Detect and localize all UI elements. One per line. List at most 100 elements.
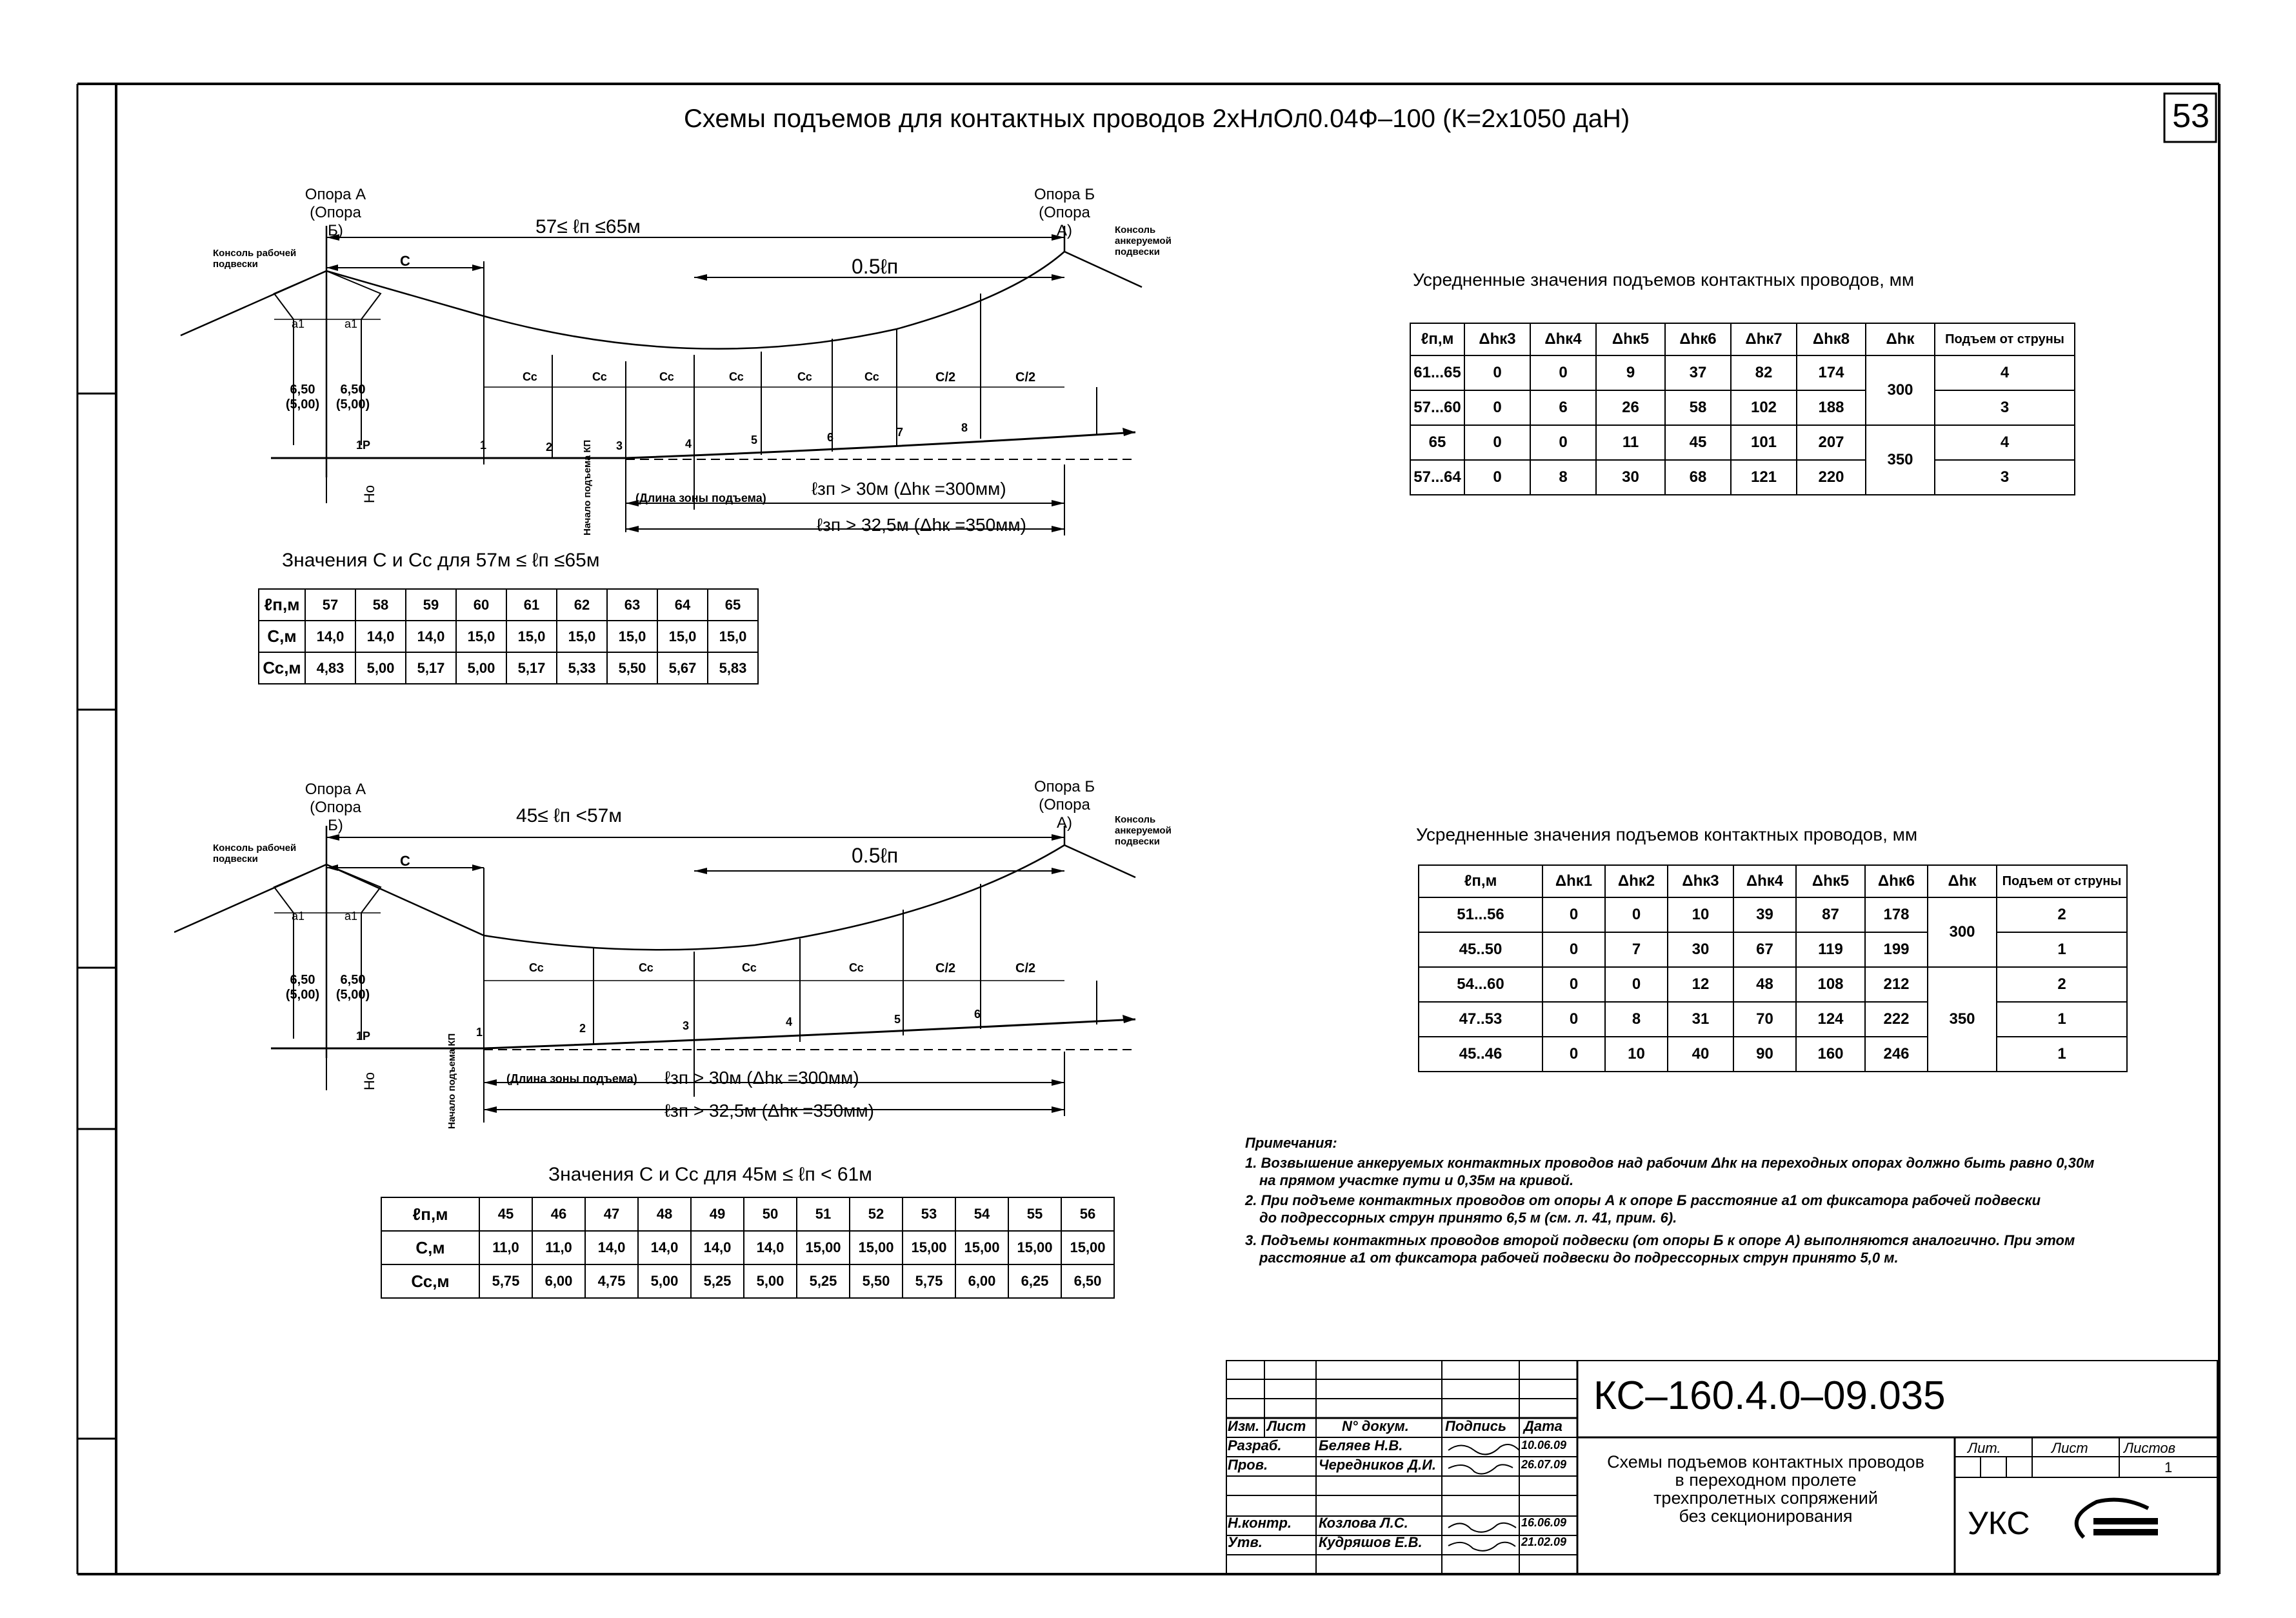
table-cell: 5,50 — [849, 1264, 903, 1299]
table-cell: 5,50 — [606, 652, 658, 684]
h1-head-3: Δhк5 — [1595, 323, 1666, 356]
notes-title: Примечания: — [1245, 1135, 1337, 1151]
d2-span-label: 45≤ ℓп <57м — [516, 805, 622, 826]
table-cell: 65 — [707, 588, 759, 621]
d1-lzp-300: ℓзп > 30м (Δhк =300мм) — [812, 479, 1006, 499]
table-cell: 5,83 — [707, 652, 759, 684]
d1-cc-3: Сс — [659, 370, 674, 383]
table-cell: 4,75 — [584, 1264, 639, 1299]
table-cell: 58 — [355, 588, 406, 621]
table-cell: 15,0 — [556, 620, 608, 653]
d2-support-b: Опора Б(Опора А) — [1033, 778, 1095, 832]
d2-dim-right: 6,50(5,00) — [335, 973, 370, 1002]
lift-diagram-2 — [174, 826, 1136, 1123]
d2-point-5: 5 — [894, 1013, 901, 1026]
notes: Примечания: 1. Возвышение анкеруемых кон… — [1245, 1134, 2094, 1266]
d1-a1-right: а1 — [344, 317, 358, 330]
table-cell: 15,00 — [796, 1230, 850, 1265]
table-cell: 60 — [455, 588, 507, 621]
d1-span-label: 57≤ ℓп ≤65м — [535, 216, 641, 237]
d1-point-1: 1 — [480, 439, 487, 452]
d1-zone-length: (Длина зоны подъема) — [635, 492, 766, 504]
table-cell: 5,75 — [902, 1264, 956, 1299]
table-cell: 6,00 — [955, 1264, 1009, 1299]
stamp-sheets-value: 1 — [2164, 1459, 2173, 1475]
table-cell: 15,00 — [1008, 1230, 1062, 1265]
d1-cc-5: Сс — [797, 370, 812, 383]
table-cell: 61 — [506, 588, 557, 621]
table-cell: 62 — [556, 588, 608, 621]
d2-c-label: С — [400, 853, 410, 869]
table-cell: 14,0 — [584, 1230, 639, 1265]
title-block-lines — [1226, 1360, 2219, 1575]
table-cell: С,м — [381, 1230, 480, 1265]
note-2: 2. При подъеме контактных проводов от оп… — [1245, 1192, 2041, 1208]
table-cell: 5,17 — [405, 652, 457, 684]
table-cell: 5,00 — [637, 1264, 692, 1299]
d1-c-label: С — [400, 253, 410, 269]
h1-head-5: Δhк7 — [1730, 323, 1797, 356]
table-cell: 14,0 — [743, 1230, 797, 1265]
table-cell: 15,0 — [506, 620, 557, 653]
table-cell: 5,67 — [657, 652, 708, 684]
d1-h0: Hо — [361, 484, 377, 503]
doc-title: Схемы подъемов контактных проводов в пер… — [1607, 1452, 1924, 1526]
d1-point-7: 7 — [897, 426, 904, 439]
table-cell: 54 — [955, 1197, 1009, 1232]
table-cell: 5,25 — [796, 1264, 850, 1299]
table-cell: 14,0 — [690, 1230, 744, 1265]
table-cell: 45 — [479, 1197, 533, 1232]
table-cell: 5,00 — [455, 652, 507, 684]
d1-console-work: Консоль рабочей подвески — [213, 248, 297, 270]
lift-diagram-1 — [180, 226, 1143, 535]
h2-head-4: Δhк4 — [1733, 864, 1797, 898]
d2-half-span: 0.5ℓп — [852, 844, 899, 867]
d2-c-half-2: С/2 — [1015, 961, 1036, 975]
page-title: Схемы подъемов для контактных проводов 2… — [684, 105, 1630, 133]
h2-head-7: Δhк — [1927, 864, 1997, 898]
d1-c-half-1: С/2 — [935, 370, 956, 385]
table-h2-caption: Усредненные значения подъемов контактных… — [1416, 824, 1918, 844]
d2-a1-right: а1 — [344, 910, 358, 923]
table-cell: 56 — [1061, 1197, 1115, 1232]
table-cell: 14,0 — [637, 1230, 692, 1265]
org-logo-icon — [2074, 1497, 2158, 1539]
h1-head-4: Δhк6 — [1664, 323, 1732, 356]
d1-support-b: Опора Б(Опора А) — [1033, 186, 1095, 239]
note-2b: до подрессорных струн принято 6,5 м (см.… — [1259, 1210, 1677, 1226]
h2-head-0: ℓп,м — [1418, 864, 1543, 898]
table-cell: 63 — [606, 588, 658, 621]
d1-lzp-350: ℓзп > 32,5м (Δhк =350мм) — [817, 515, 1027, 535]
h1-head-6: Δhк8 — [1796, 323, 1866, 356]
d2-c-half-1: С/2 — [935, 961, 956, 975]
h2-head-8: Подъем от струны — [1996, 864, 2128, 898]
d1-point-5: 5 — [751, 434, 758, 446]
table-cell: 14,0 — [405, 620, 457, 653]
d2-zone-length: (Длина зоны подъема) — [506, 1072, 637, 1085]
d2-h0: Hо — [361, 1072, 377, 1090]
table-cell: 57 — [304, 588, 356, 621]
table-cell: 5,33 — [556, 652, 608, 684]
table-cell: 6,00 — [532, 1264, 586, 1299]
table-cell: 52 — [849, 1197, 903, 1232]
d1-cc-1: Сс — [523, 370, 537, 383]
table-h1: ℓп,м Δhк3 Δhк4 Δhк5 Δhк6 Δhк7 Δhк8 Δhк П… — [1410, 323, 2075, 495]
d2-cc-1: Сс — [529, 961, 544, 974]
h2-head-2: Δhк2 — [1604, 864, 1668, 898]
table-cell: 14,0 — [355, 620, 406, 653]
table-cell: 6,50 — [1061, 1264, 1115, 1299]
table-h1-caption: Усредненные значения подъемов контактных… — [1413, 270, 1915, 290]
d2-point-1p: 1Р — [356, 1030, 371, 1043]
h1-head-7: Δhк — [1865, 323, 1935, 356]
